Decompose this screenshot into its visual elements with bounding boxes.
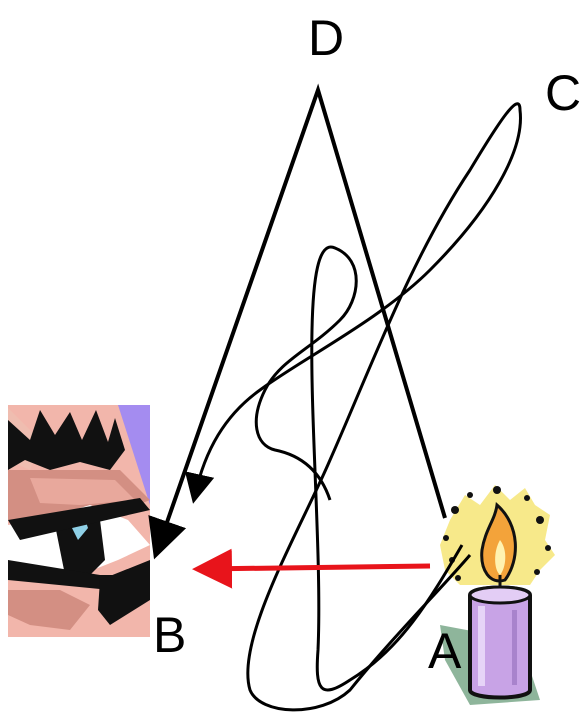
direct-path-a-b — [202, 566, 430, 569]
eye-icon — [8, 405, 150, 637]
label-c: C — [545, 65, 581, 121]
label-b: B — [153, 607, 186, 663]
label-a: A — [428, 623, 462, 679]
label-d: D — [308, 10, 344, 66]
path-a-d-b — [158, 90, 445, 548]
